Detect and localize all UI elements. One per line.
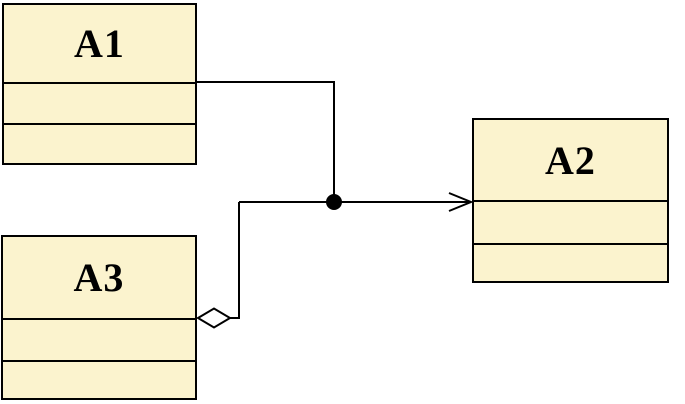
class-node-a2: A2 — [472, 118, 669, 283]
operations-compartment — [3, 360, 195, 398]
class-title: A3 — [73, 255, 125, 300]
class-title: A2 — [545, 137, 596, 183]
attributes-compartment — [3, 318, 195, 360]
attributes-compartment — [474, 200, 667, 243]
edge-a3-to-junction — [230, 202, 240, 319]
operations-compartment — [4, 123, 195, 163]
aggregation-diamond-icon — [196, 307, 232, 329]
edge-a1-to-junction — [197, 81, 335, 202]
class-title: A1 — [74, 21, 125, 66]
operations-compartment — [474, 243, 667, 281]
attributes-compartment — [4, 82, 195, 123]
class-node-a3: A3 — [1, 235, 197, 400]
open-arrowhead-icon — [448, 192, 474, 212]
class-node-a1: A1 — [2, 3, 197, 165]
junction-ball-icon — [326, 194, 342, 210]
